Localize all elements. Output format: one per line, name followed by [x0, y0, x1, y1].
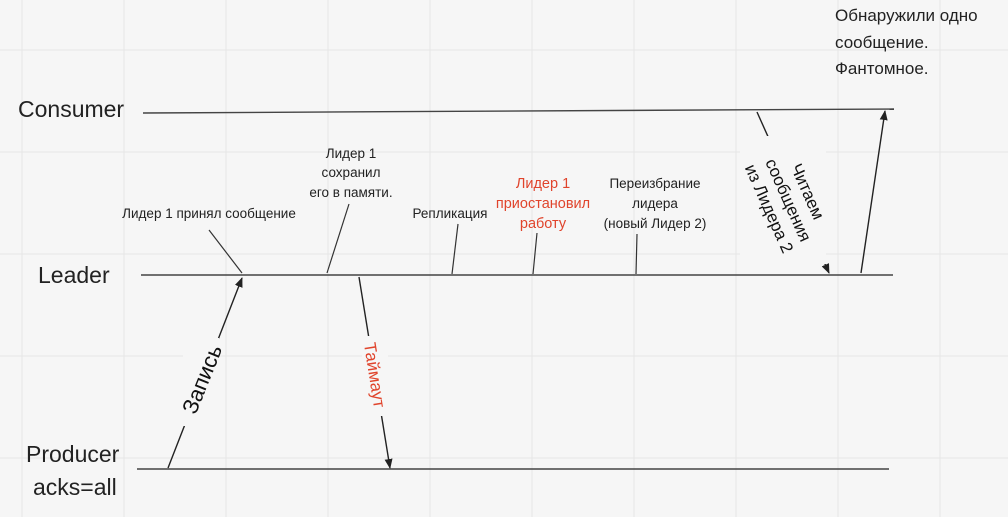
leader-lane-label: Leader: [38, 262, 110, 288]
read-label-bg: [740, 136, 826, 264]
replication-pointer: [451, 223, 459, 275]
leader-stopped-pointer: [532, 232, 538, 275]
producer-acks-label: acks=all: [33, 474, 117, 500]
reelection-pointer: [635, 233, 638, 275]
leader-stopped-note-line3: работу: [520, 216, 567, 232]
reelection-note-line1: Переизбрание: [609, 176, 700, 191]
leader-saved-note-line2: сохранил: [322, 165, 381, 180]
read-response-arrow: [860, 110, 888, 274]
consumer-lane-line: [142, 108, 895, 114]
reelection-note-line2: лидера: [632, 196, 678, 211]
found-note-line2: сообщение.: [835, 33, 929, 52]
leader-accepted-note: Лидер 1 принял сообщение: [122, 206, 296, 221]
leader-saved-pointer: [326, 203, 350, 274]
leader-stopped-note-line2: приостановил: [496, 196, 590, 212]
reelection-note-line3: (новый Лидер 2): [604, 216, 707, 231]
write-label-bg: [183, 338, 219, 426]
leader-saved-note-line1: Лидер 1: [326, 146, 377, 161]
leader-saved-note-line3: его в памяти.: [309, 185, 392, 200]
consumer-lane-label: Consumer: [18, 96, 124, 122]
found-note-line3: Фантомное.: [835, 59, 929, 78]
timeout-label-bg: [362, 336, 388, 416]
leader-accepted-pointer: [208, 229, 243, 274]
leader-stopped-note-line1: Лидер 1: [516, 176, 570, 192]
found-note-line1: Обнаружили одно: [835, 6, 978, 25]
producer-lane-label: Producer: [26, 441, 120, 467]
replication-note: Репликация: [413, 206, 488, 221]
